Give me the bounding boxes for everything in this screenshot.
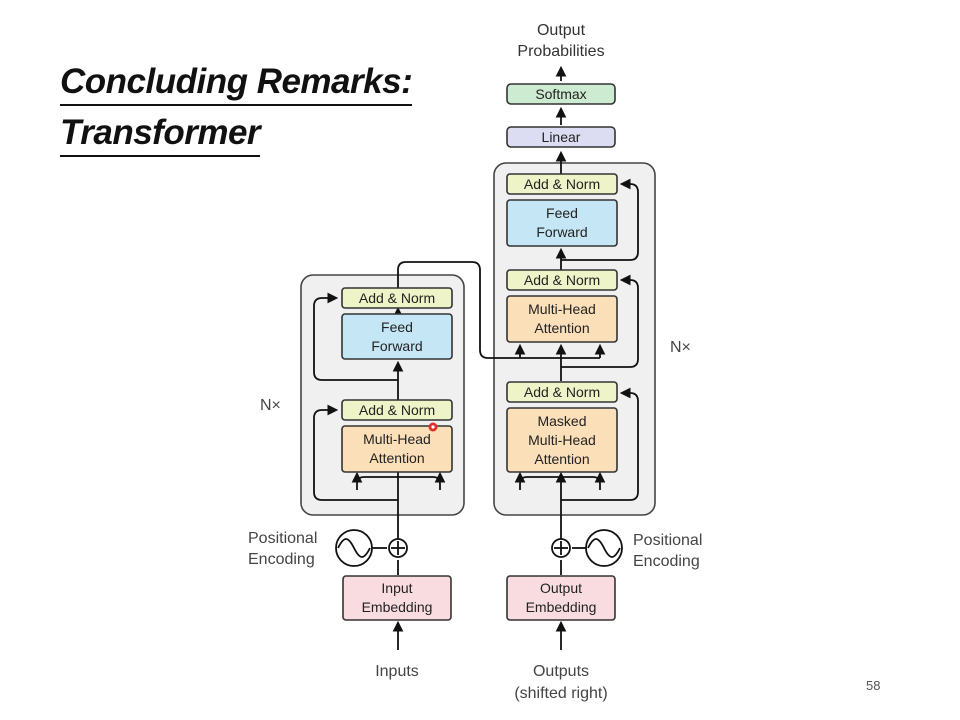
output-probabilities-label-2: Probabilities [517, 43, 604, 60]
decoder-feed-forward-label-2: Forward [536, 224, 587, 240]
decoder-positional-encoding-label-1: Positional [633, 532, 702, 549]
encoder-multi-head-attention: Multi-Head Attention [341, 425, 453, 473]
decoder-positional-encoding-label-2: Encoding [633, 553, 700, 570]
output-embedding: Output Embedding [506, 575, 616, 621]
output-embedding-label-1: Output [540, 580, 582, 596]
decoder-masked-mha-label-1: Masked [537, 413, 586, 429]
encoder-positional-encoding-label-2: Encoding [248, 551, 315, 568]
decoder-multi-head-attention: Multi-Head Attention [506, 295, 618, 343]
decoder-mha-label-1: Multi-Head [528, 301, 596, 317]
encoder-nx-label: N× [260, 397, 281, 414]
encoder-feed-forward-label-2: Forward [371, 338, 422, 354]
encoder-feed-forward: Feed Forward [341, 313, 453, 360]
encoder-add-norm-bottom-label: Add & Norm [359, 402, 435, 418]
output-probabilities-label-1: Output [537, 22, 586, 39]
input-embedding-label-2: Embedding [362, 599, 433, 615]
encoder-positional-wave-icon [335, 529, 373, 567]
decoder-add-norm-middle: Add & Norm [506, 269, 618, 291]
encoder-mha-label-1: Multi-Head [363, 431, 431, 447]
encoder-mha-label-2: Attention [369, 450, 424, 466]
encoder-feed-forward-label-1: Feed [381, 319, 413, 335]
slide-title-line1: Concluding Remarks: [60, 62, 413, 106]
decoder-add-norm-bottom-label: Add & Norm [524, 384, 600, 400]
outputs-label-2: (shifted right) [514, 685, 607, 702]
decoder-add-norm-middle-label: Add & Norm [524, 272, 600, 288]
inputs-label: Inputs [375, 663, 419, 680]
decoder-add-norm-bottom: Add & Norm [506, 381, 618, 403]
encoder-positional-encoding-label-1: Positional [248, 530, 317, 547]
encoder-add-norm-top: Add & Norm [341, 287, 453, 309]
linear-box: Linear [506, 126, 616, 148]
slide-title-line2: Transformer [60, 113, 261, 157]
decoder-add-norm-top-label: Add & Norm [524, 176, 600, 192]
softmax-box: Softmax [506, 83, 616, 105]
softmax-label: Softmax [535, 86, 586, 102]
linear-label: Linear [542, 129, 581, 145]
encoder-add-norm-bottom: Add & Norm [341, 399, 453, 421]
decoder-masked-mha-label-2: Multi-Head [528, 432, 596, 448]
decoder-positional-add [551, 538, 571, 558]
decoder-masked-mha-label-3: Attention [534, 451, 589, 467]
page-number: 58 [866, 678, 881, 693]
encoder-positional-add [388, 538, 408, 558]
input-embedding-label-1: Input [381, 580, 412, 596]
decoder-feed-forward-label-1: Feed [546, 205, 578, 221]
output-embedding-label-2: Embedding [526, 599, 597, 615]
decoder-add-norm-top: Add & Norm [506, 173, 618, 195]
decoder-masked-multi-head-attention: Masked Multi-Head Attention [506, 407, 618, 473]
decoder-nx-label: N× [670, 339, 691, 356]
decoder-positional-wave-icon [585, 529, 623, 567]
decoder-mha-label-2: Attention [534, 320, 589, 336]
input-embedding: Input Embedding [342, 575, 452, 621]
outputs-label-1: Outputs [533, 663, 589, 680]
decoder-feed-forward: Feed Forward [506, 199, 618, 247]
encoder-add-norm-top-label: Add & Norm [359, 290, 435, 306]
